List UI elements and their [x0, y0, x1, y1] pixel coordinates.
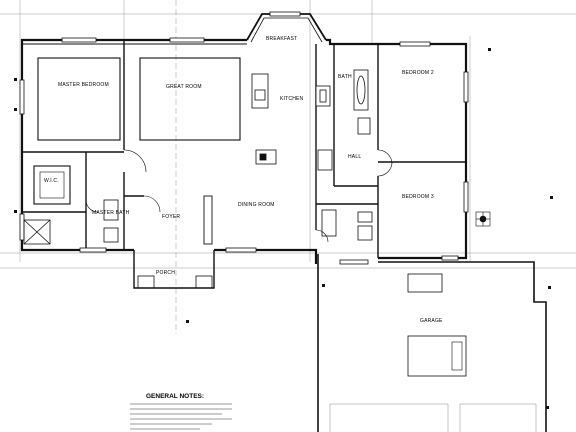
label-wic: W.I.C.	[44, 178, 59, 184]
label-bedroom-3: BEDROOM 3	[402, 194, 434, 200]
grid-lines	[0, 0, 576, 334]
general-notes-lines	[130, 403, 232, 430]
label-garage: GARAGE	[420, 318, 443, 324]
label-master-bath: MASTER BATH	[92, 210, 130, 216]
label-master-bedroom: MASTER BEDROOM	[58, 82, 109, 88]
label-breakfast: BREAKFAST	[266, 36, 297, 42]
windows	[19, 11, 469, 265]
garage-walls	[317, 254, 547, 432]
dimension-ticks	[14, 48, 553, 409]
garage-door-lines	[329, 403, 537, 432]
fireplace	[203, 195, 213, 245]
label-porch: PORCH	[156, 270, 175, 276]
label-hall: HALL	[348, 154, 361, 160]
interior-walls	[22, 40, 466, 258]
ceiling-trays	[33, 57, 241, 205]
label-foyer: FOYER	[162, 214, 180, 220]
section-marker	[475, 211, 491, 227]
label-kitchen: KITCHEN	[280, 96, 304, 102]
general-notes-title: GENERAL NOTES:	[146, 393, 204, 400]
bath-fixtures	[23, 69, 373, 245]
kitchen-fixtures	[251, 73, 333, 171]
front-porch	[133, 250, 215, 289]
door-swings	[85, 149, 393, 243]
label-bath: BATH	[338, 74, 352, 80]
label-great-room: GREAT ROOM	[166, 84, 202, 90]
label-dining-room: DINING ROOM	[238, 202, 275, 208]
label-bedroom-2: BEDROOM 2	[402, 70, 434, 76]
